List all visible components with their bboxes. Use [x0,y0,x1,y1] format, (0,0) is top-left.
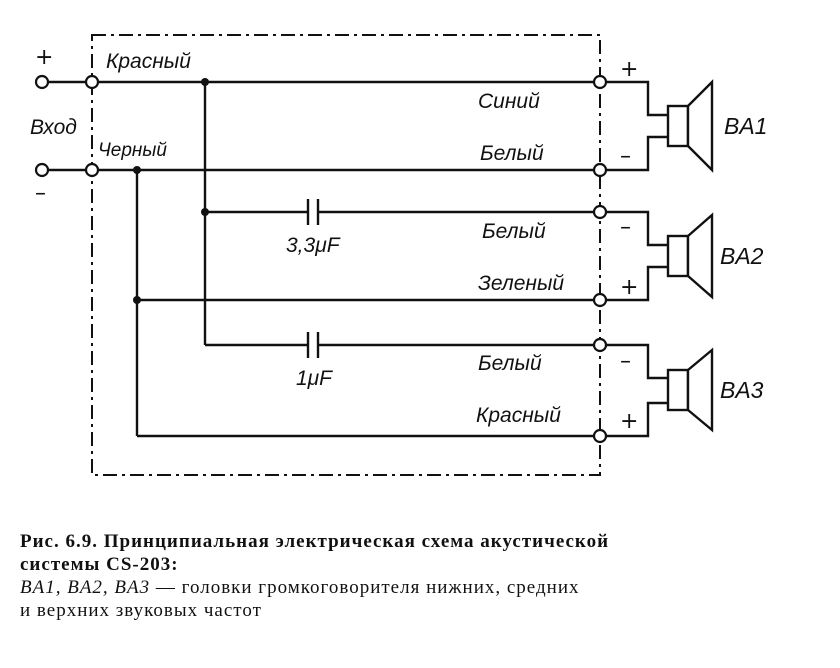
ba2-top-sign: – [620,215,631,240]
wire-label-ba3-bottom: Красный [476,404,561,427]
output-terminal [592,162,608,178]
speaker-ba3-label: BA3 [720,377,764,403]
capacitor-c2-label: 1μF [296,367,333,390]
caption-legend-dash: — [150,577,182,598]
caption-legend-text: головки громкоговорителя нижних, средних [181,577,580,598]
ba3-lead-top [600,343,668,380]
junction-dot [201,78,209,86]
ba3-lead-bottom [600,401,668,438]
ba2-lead-top [600,210,668,247]
input-terminal-minus [34,162,50,178]
wire-label-ba1-bottom: Белый [480,142,544,165]
speaker-ba2-icon [666,212,714,300]
wire-label-ba3-top: Белый [478,352,542,375]
caption-title-line1: Рис. 6.9. Принципиальная электрическая с… [20,531,610,552]
ba3-top-sign: – [620,349,631,374]
wire-label-ba2-bottom: Зеленый [478,272,564,295]
capacitor-c1-label: 3,3μF [286,234,341,257]
enclosure-boundary [91,34,601,476]
caption-legend-line1: BA1, BA2, BA3 — головки громкоговорителя… [20,576,830,599]
wire-label-red-in: Красный [106,50,191,73]
speaker-ba3-icon [666,347,714,433]
output-terminal [592,428,608,444]
caption-legend-line2: и верхних звуковых частот [20,600,262,621]
junction-dot [201,208,209,216]
ba1-bottom-sign: – [620,144,631,169]
ba2-bottom-sign: + [620,275,638,300]
speaker-ba1-label: BA1 [724,113,767,139]
ba1-top-sign: + [620,57,638,82]
output-terminal [592,292,608,308]
wire-label-ba1-top: Синий [478,90,540,113]
ba3-bottom-sign: + [620,409,638,434]
ba1-lead-bottom [600,135,668,172]
figure-caption: Рис. 6.9. Принципиальная электрическая с… [20,530,830,622]
input-plus-sign: + [35,45,53,70]
input-label: Вход [30,116,77,139]
caption-title-line2: системы CS-203: [20,554,179,575]
wire-label-ba2-top: Белый [482,220,546,243]
enclosure-terminal [84,74,100,90]
enclosure-terminal [84,162,100,178]
schematic-diagram: + – Вход Красный Черный Синий Белый Белы… [30,34,767,476]
speaker-ba2-label: BA2 [720,243,764,269]
junction-dot [133,296,141,304]
input-minus-sign: – [35,181,46,206]
input-terminal-plus [34,74,50,90]
junction-dot [133,166,141,174]
caption-legend-names: BA1, BA2, BA3 [20,577,151,598]
speaker-ba1-icon [666,79,714,173]
wire-label-black-in: Черный [98,140,167,161]
output-terminal [592,337,608,353]
output-terminal [592,74,608,90]
ba2-lead-bottom [600,265,668,302]
output-terminal [592,204,608,220]
ba1-lead-top [600,80,668,117]
